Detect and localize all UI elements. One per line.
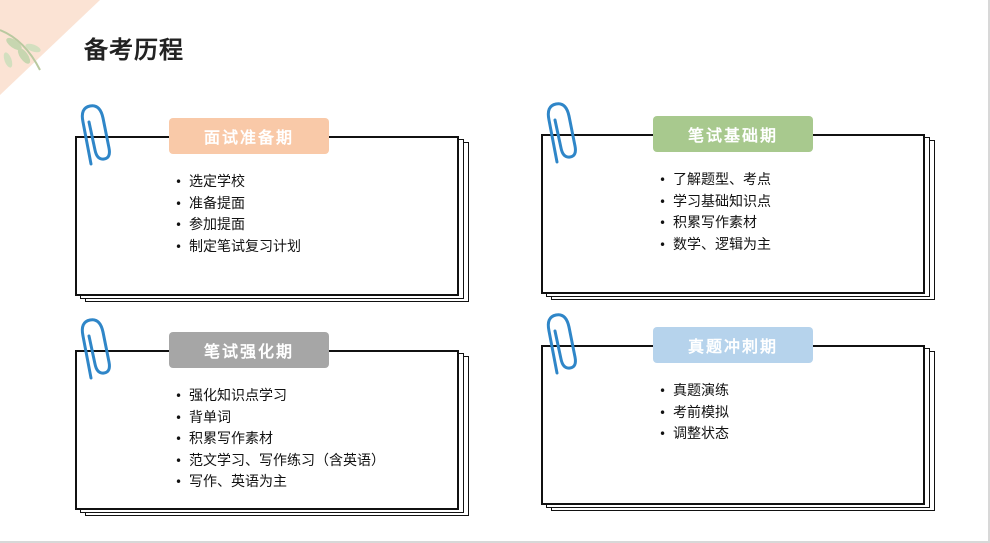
list-item: 积累写作素材 bbox=[659, 213, 771, 235]
stage-card-3: 笔试强化期 强化知识点学习 背单词 积累写作素材 范文学习、写作练习（含英语） … bbox=[75, 318, 475, 532]
list-item: 参加提面 bbox=[175, 215, 301, 237]
stage-card-2: 笔试基础期 了解题型、考点 学习基础知识点 积累写作素材 数学、逻辑为主 bbox=[541, 102, 941, 316]
list-item: 制定笔试复习计划 bbox=[175, 237, 301, 259]
stage-card-4: 真题冲刺期 真题演练 考前模拟 调整状态 bbox=[541, 313, 941, 527]
list-item: 数学、逻辑为主 bbox=[659, 235, 771, 257]
stage-tag-2: 笔试基础期 bbox=[653, 116, 813, 152]
list-item: 写作、英语为主 bbox=[175, 472, 385, 494]
list-item: 背单词 bbox=[175, 408, 385, 430]
list-item: 调整状态 bbox=[659, 424, 729, 446]
list-item: 考前模拟 bbox=[659, 403, 729, 425]
stage-items-1: 选定学校 准备提面 参加提面 制定笔试复习计划 bbox=[175, 172, 301, 258]
list-item: 真题演练 bbox=[659, 381, 729, 403]
leaf-decoration-icon bbox=[0, 0, 100, 95]
paperclip-icon bbox=[546, 313, 577, 375]
list-item: 学习基础知识点 bbox=[659, 192, 771, 214]
list-item: 强化知识点学习 bbox=[175, 386, 385, 408]
paperclip-icon bbox=[80, 318, 111, 380]
paperclip-icon bbox=[80, 104, 111, 166]
list-item: 积累写作素材 bbox=[175, 429, 385, 451]
page-title: 备考历程 bbox=[84, 36, 184, 64]
stage-items-4: 真题演练 考前模拟 调整状态 bbox=[659, 381, 729, 446]
stage-tag-3: 笔试强化期 bbox=[169, 332, 329, 368]
list-item: 范文学习、写作练习（含英语） bbox=[175, 451, 385, 473]
stage-items-2: 了解题型、考点 学习基础知识点 积累写作素材 数学、逻辑为主 bbox=[659, 170, 771, 256]
stage-card-1: 面试准备期 选定学校 准备提面 参加提面 制定笔试复习计划 bbox=[75, 104, 475, 318]
list-item: 选定学校 bbox=[175, 172, 301, 194]
stage-tag-1: 面试准备期 bbox=[169, 118, 329, 154]
stage-items-3: 强化知识点学习 背单词 积累写作素材 范文学习、写作练习（含英语） 写作、英语为… bbox=[175, 386, 385, 494]
list-item: 了解题型、考点 bbox=[659, 170, 771, 192]
paperclip-icon bbox=[546, 102, 577, 164]
stage-tag-4: 真题冲刺期 bbox=[653, 327, 813, 363]
list-item: 准备提面 bbox=[175, 194, 301, 216]
